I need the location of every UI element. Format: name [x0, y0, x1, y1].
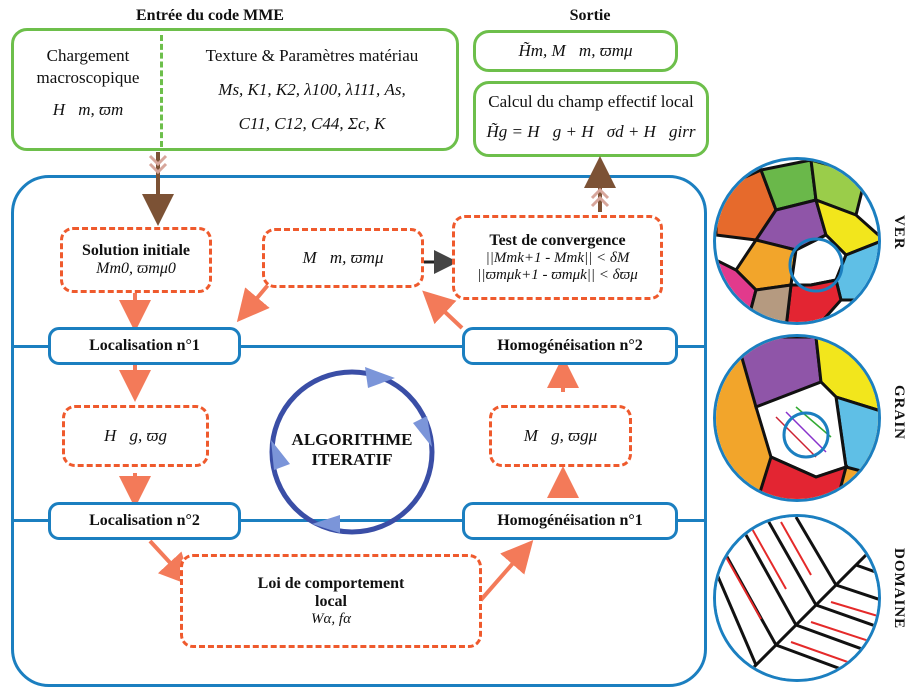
ver-illustration — [713, 157, 881, 325]
grain-input-box: H⃗g, ϖg — [62, 405, 209, 467]
local-law-vars: Wα, fα — [311, 610, 351, 627]
local-law-title-2: local — [315, 592, 347, 610]
cycle-arrowhead-top — [365, 367, 395, 388]
grain-illustration — [713, 334, 881, 502]
law-to-homog1 — [478, 539, 534, 603]
local-law-box: Loi de comportement local Wα, fα — [180, 554, 482, 648]
effective-field-title: Calcul du champ effectif local — [488, 92, 694, 111]
domain-image — [716, 517, 878, 679]
output-vars: H̃m, M⃗m, ϖmμ — [518, 41, 633, 60]
ver-grains-image — [716, 160, 878, 322]
cycle-label-line1: ALGORITHME — [291, 430, 413, 449]
level1-line — [12, 345, 706, 348]
domaine-label: DOMAINE — [891, 548, 907, 630]
level2-line — [12, 519, 706, 522]
macro-vars-box: M⃗m, ϖmμ — [262, 228, 424, 288]
grain-input-vars: H⃗g, ϖg — [103, 426, 167, 445]
grain-image — [716, 337, 878, 499]
domain-illustration — [713, 514, 881, 682]
input-box: Chargement macroscopique H⃗m, ϖm Texture… — [11, 28, 459, 151]
effective-field-box: Calcul du champ effectif local H̃g = H⃗g… — [473, 81, 709, 157]
homogenisation-1-box: Homogénéisation n°1 — [462, 502, 678, 540]
input-title: Entrée du code MME — [136, 7, 284, 24]
material-params-line1: Ms, K1, K2, λ100, λ111, As, — [218, 80, 406, 99]
initial-solution-box: Solution initiale Mm0, ϖmμ0 — [60, 227, 212, 293]
cycle-label: ALGORITHME ITERATIF — [272, 430, 432, 470]
material-title: Texture & Paramètres matériau — [205, 46, 419, 65]
input-arrow-feather — [148, 154, 168, 175]
convergence-criterion-1: ||Mmk+1 - Mmk|| < δM — [485, 249, 630, 266]
initial-solution-vars: Mm0, ϖmμ0 — [96, 260, 176, 277]
cycle-arrowhead-right — [413, 416, 432, 447]
load-vars: H⃗m, ϖm — [52, 100, 124, 119]
grain-output-vars: M⃗g, ϖgμ — [523, 426, 598, 445]
cycle-label-line2: ITERATIF — [311, 450, 393, 469]
convergence-box: Test de convergence ||Mmk+1 - Mmk|| < δM… — [452, 215, 663, 300]
macro-to-loc1 — [236, 283, 270, 323]
convergence-criterion-2: ||ϖmμk+1 - ϖmμk|| < δϖμ — [477, 266, 638, 283]
grain-output-box: M⃗g, ϖgμ — [489, 405, 632, 467]
grain-label: GRAIN — [891, 385, 907, 441]
localisation-2-box: Localisation n°2 — [48, 502, 241, 540]
load-label-line2: macroscopique — [36, 68, 140, 87]
output-arrow-feather — [590, 187, 610, 208]
ver-label: VER — [891, 215, 907, 250]
effective-field-formula: H̃g = H⃗g + H⃗σd + H⃗girr — [486, 122, 696, 141]
material-params-line2: C11, C12, C44, Σc, K — [238, 114, 386, 133]
localisation-1-box: Localisation n°1 — [48, 327, 241, 365]
cycle-arrowhead-left — [271, 440, 290, 470]
homog2-to-macro — [422, 290, 464, 330]
algorithm-frame — [11, 175, 707, 687]
output-title: Sortie — [569, 7, 611, 24]
local-law-title-1: Loi de comportement — [257, 574, 405, 592]
input-divider — [160, 35, 163, 147]
iteration-cycle — [269, 369, 435, 535]
load-label: Chargement macroscopique H⃗m, ϖm — [18, 45, 158, 121]
homogenisation-2-box: Homogénéisation n°2 — [462, 327, 678, 365]
load-label-line1: Chargement — [46, 46, 130, 65]
macro-vars: M⃗m, ϖmμ — [302, 248, 384, 267]
convergence-title: Test de convergence — [489, 231, 626, 249]
cycle-arrowhead-bottom — [312, 515, 340, 533]
output-box: H̃m, M⃗m, ϖmμ — [473, 30, 678, 72]
material-params: Texture & Paramètres matériau Ms, K1, K2… — [168, 45, 456, 135]
initial-solution-title: Solution initiale — [81, 242, 191, 259]
